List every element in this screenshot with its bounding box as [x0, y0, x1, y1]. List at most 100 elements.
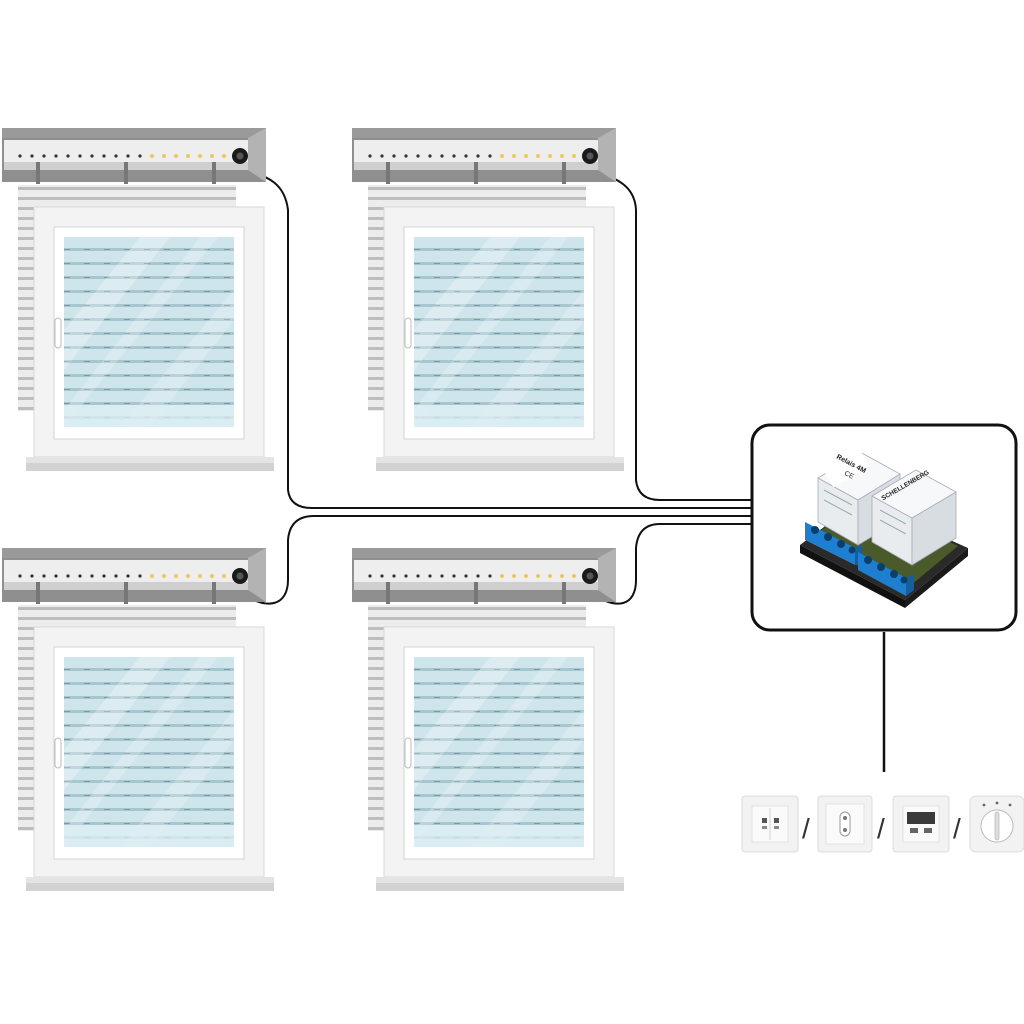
mounting-bracket [562, 162, 566, 184]
led-light [30, 154, 34, 158]
led-light [452, 154, 456, 158]
led-light [18, 574, 22, 578]
led-light [416, 154, 420, 158]
led-light [102, 574, 106, 578]
led-light [174, 574, 178, 578]
led-light [210, 154, 214, 158]
mounting-bracket [562, 582, 566, 604]
mounting-bracket [36, 162, 40, 184]
led-light [560, 574, 564, 578]
led-light [126, 574, 130, 578]
double-button-switch-icon[interactable] [741, 795, 799, 853]
led-light [42, 574, 46, 578]
windows-layer [2, 128, 624, 891]
led-light [560, 154, 564, 158]
window-top-left [2, 128, 274, 471]
window-sill [26, 877, 274, 883]
window-sill [376, 877, 624, 883]
window-bottom-right [352, 548, 624, 891]
led-light [380, 154, 384, 158]
led-light [54, 574, 58, 578]
mounting-bracket [212, 582, 216, 604]
digital-timer-icon[interactable] [892, 795, 950, 853]
separator-slash: / [877, 813, 885, 844]
led-light [524, 154, 528, 158]
led-light [488, 574, 492, 578]
led-light [416, 574, 420, 578]
led-light [524, 574, 528, 578]
led-light [380, 574, 384, 578]
mounting-bracket [36, 582, 40, 604]
window-handle-icon [54, 317, 62, 349]
led-light [392, 574, 396, 578]
led-light [476, 154, 480, 158]
led-light [464, 574, 468, 578]
led-light [150, 574, 154, 578]
led-light [78, 574, 82, 578]
led-light [404, 154, 408, 158]
led-light [222, 574, 226, 578]
led-light [572, 154, 576, 158]
led-light [536, 574, 540, 578]
window-handle-icon [404, 317, 412, 349]
mounting-bracket [386, 582, 390, 604]
roller-shutter-box [2, 128, 266, 184]
window-bottom-left [2, 548, 274, 891]
relay-module-callout: Relais 4M CE SCHELLENBERG [750, 423, 1018, 632]
led-light [162, 574, 166, 578]
ce-mark: CE [843, 470, 855, 481]
led-light [150, 154, 154, 158]
led-light [548, 154, 552, 158]
led-light [114, 574, 118, 578]
mounting-bracket [474, 582, 478, 604]
led-light [90, 574, 94, 578]
rotary-switch-icon[interactable] [969, 795, 1024, 853]
mounting-bracket [124, 582, 128, 604]
led-light [90, 154, 94, 158]
led-light [512, 574, 516, 578]
led-light [186, 154, 190, 158]
led-light [66, 154, 70, 158]
led-light [428, 154, 432, 158]
led-light [162, 154, 166, 158]
led-light [174, 154, 178, 158]
led-light [198, 574, 202, 578]
rocker-switch-icon[interactable] [817, 795, 873, 853]
window-handle-icon [404, 737, 412, 769]
wire-bottom-right [589, 523, 752, 605]
terminal-block-right [858, 552, 914, 596]
led-light [78, 154, 82, 158]
control-options: / / / [741, 795, 1024, 853]
led-light [198, 154, 202, 158]
separator-slash: / [953, 813, 961, 844]
window-glass [64, 657, 234, 847]
window-top-right [352, 128, 624, 471]
separator-slash: / [802, 813, 810, 844]
led-light [368, 154, 372, 158]
led-light [500, 154, 504, 158]
led-light [42, 154, 46, 158]
led-light [500, 574, 504, 578]
led-light [368, 574, 372, 578]
mounting-bracket [474, 162, 478, 184]
window-glass [414, 237, 584, 427]
led-light [30, 574, 34, 578]
led-light [114, 154, 118, 158]
led-light [102, 154, 106, 158]
led-light [210, 574, 214, 578]
led-light [536, 154, 540, 158]
led-light [428, 574, 432, 578]
led-light [464, 154, 468, 158]
led-light [222, 154, 226, 158]
led-light [66, 574, 70, 578]
mounting-bracket [124, 162, 128, 184]
led-light [440, 574, 444, 578]
led-light [452, 574, 456, 578]
roller-shutter-box [352, 548, 616, 604]
window-glass [64, 237, 234, 427]
led-light [54, 154, 58, 158]
window-glass [414, 657, 584, 847]
roller-shutter-box [2, 548, 266, 604]
mounting-bracket [212, 162, 216, 184]
led-light [476, 574, 480, 578]
